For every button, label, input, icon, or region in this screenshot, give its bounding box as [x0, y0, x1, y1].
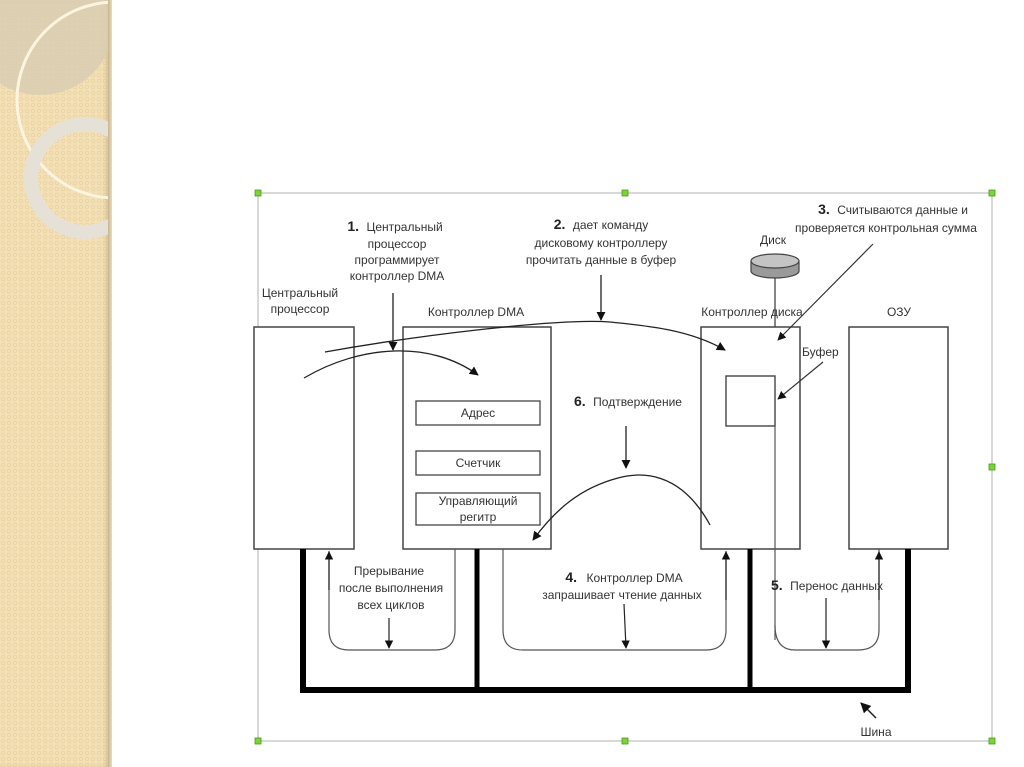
cpu-box	[253, 326, 355, 550]
shaded-circle	[0, 0, 111, 95]
resize-handle-bottom-left[interactable]	[254, 737, 262, 745]
ram-block: ОЗУ	[848, 305, 949, 550]
cpu-block: Центральный процессор	[253, 286, 355, 550]
cpu-label-line2: процессор	[271, 302, 330, 316]
step-3-text: 3. Считываются данные и	[818, 201, 968, 218]
step-6: 6. Подтверждение	[532, 393, 711, 541]
system-bus: Шина	[300, 549, 911, 739]
resize-handle-top[interactable]	[621, 189, 629, 197]
step-4-line2: запрашивает чтение данных	[542, 588, 702, 602]
step-3-line1: Считываются данные и	[837, 203, 968, 217]
control-register-label-line2: регитр	[460, 510, 497, 524]
buffer-label: Буфер	[802, 345, 839, 359]
disk-controller-block: Контроллер диска Буфер	[700, 305, 839, 640]
step-1-line2: процессор	[368, 237, 427, 251]
step-3-line2: проверяется контрольная сумма	[795, 221, 977, 235]
ram-box	[848, 326, 949, 550]
step-1-line1: Центральный	[366, 220, 442, 234]
buffer-box	[725, 375, 776, 427]
interrupt-loop-path	[328, 549, 456, 651]
control-register	[415, 492, 541, 526]
decorative-circles	[0, 0, 111, 239]
step-4-number: 4.	[565, 569, 577, 585]
acknowledge-curve	[532, 474, 711, 541]
counter-register	[415, 450, 541, 476]
step-3-arrow	[777, 243, 874, 341]
step-3: 3. Считываются данные и проверяется конт…	[777, 201, 977, 341]
step-2-line2: дисковому контроллеру	[535, 236, 668, 250]
step-2-line1: дает команду	[573, 218, 648, 232]
step-2-number: 2.	[554, 216, 566, 232]
bus-label: Шина	[860, 725, 891, 739]
interrupt-note-line3: всех циклов	[357, 598, 424, 612]
disk-controller-label: Контроллер диска	[701, 305, 803, 319]
address-register-label: Адрес	[461, 406, 495, 420]
step-5-number: 5.	[771, 577, 783, 593]
resize-handle-bottom[interactable]	[621, 737, 629, 745]
sidebar-edge	[108, 0, 112, 767]
interrupt-note-line2: после выполнения	[339, 581, 443, 595]
step-3-number: 3.	[818, 201, 830, 217]
step-1-line4: контроллер DMA	[350, 269, 445, 283]
step-5: 5. Перенос данных	[771, 549, 884, 651]
cpu-to-disk-controller-curve	[324, 320, 726, 353]
thick-ring	[24, 117, 111, 239]
step-6-line1: Подтверждение	[593, 395, 682, 409]
resize-handle-top-left[interactable]	[254, 189, 262, 197]
ram-label: ОЗУ	[887, 305, 911, 319]
disk-controller-box	[700, 326, 801, 550]
step-5-loop-path	[774, 549, 880, 651]
disk-label: Диск	[760, 233, 787, 247]
step-1-number: 1.	[347, 218, 359, 234]
disk-icon	[750, 253, 800, 269]
step-5-line1: Перенос данных	[790, 579, 883, 593]
thin-ring	[15, 0, 111, 200]
step-4-loop-path	[502, 549, 727, 651]
cpu-label-line1: Центральный	[262, 286, 338, 300]
cpu-to-dma-curve	[303, 350, 479, 379]
bus-main-line	[300, 549, 911, 693]
step-4-line1: Контроллер DMA	[586, 571, 682, 585]
step-4-text: 4. Контроллер DMA	[565, 569, 682, 586]
step-2-line3: прочитать данные в буфер	[526, 253, 677, 267]
step-1-line3: программирует	[355, 253, 440, 267]
resize-handle-bottom-right[interactable]	[988, 737, 996, 745]
bus-pointer-arrow	[860, 702, 877, 719]
resize-handle-right[interactable]	[988, 463, 996, 471]
step-6-number: 6.	[574, 393, 586, 409]
step-1: 1. Центральный процессор программирует к…	[303, 218, 726, 379]
slide-decoration-sidebar	[0, 0, 111, 767]
dma-controller-label: Контроллер DMA	[428, 305, 524, 319]
control-register-label-line1: Управляющий	[439, 494, 518, 508]
interrupt-loop: Прерывание после выполнения всех циклов	[324, 549, 456, 651]
step-5-text: 5. Перенос данных	[771, 577, 883, 594]
step-2-text: 2. дает команду	[554, 216, 649, 233]
dma-controller-block: Контроллер DMA Адрес Счетчик Управляющий…	[402, 305, 552, 550]
counter-register-label: Счетчик	[456, 456, 502, 470]
buffer-pointer-arrow	[777, 361, 824, 400]
step-6-text: 6. Подтверждение	[574, 393, 682, 410]
resize-handle-top-right[interactable]	[988, 189, 996, 197]
step-4: 4. Контроллер DMA запрашивает чтение дан…	[502, 549, 731, 651]
step-2: 2. дает команду дисковому контроллеру пр…	[526, 216, 677, 321]
address-register	[415, 400, 541, 426]
step-1-text: 1. Центральный	[347, 218, 442, 235]
interrupt-note-line1: Прерывание	[354, 564, 425, 578]
step-4-down-arrow	[621, 603, 630, 649]
